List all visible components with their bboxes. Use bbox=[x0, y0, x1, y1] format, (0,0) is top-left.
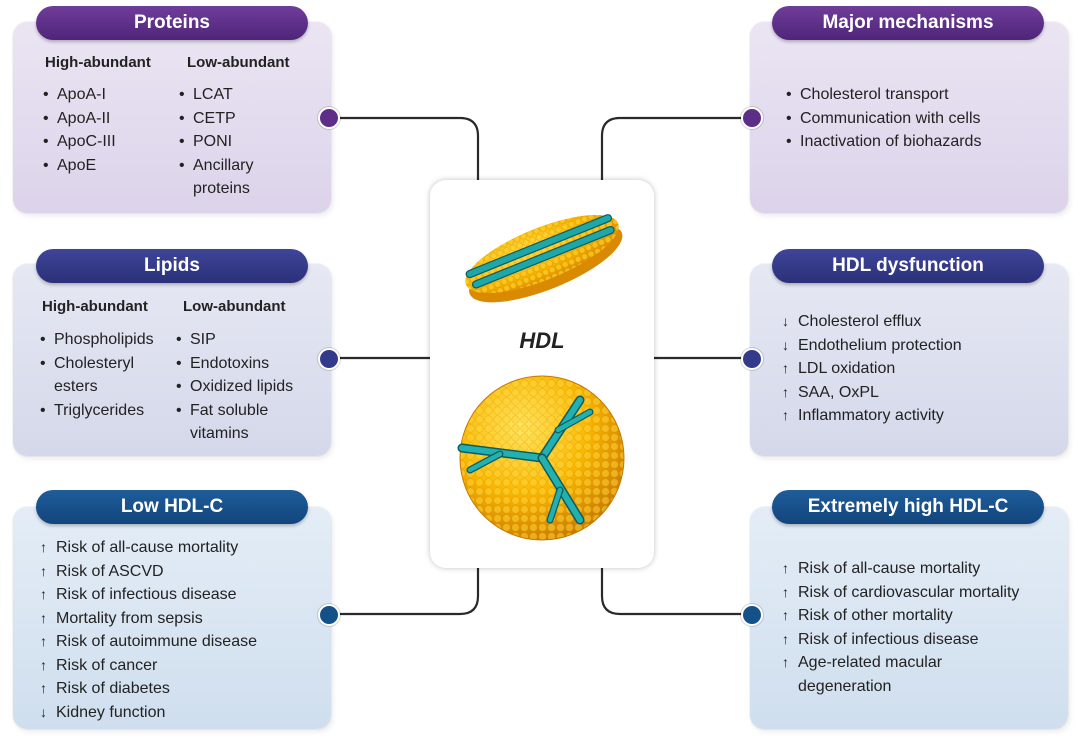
list-item: degeneration bbox=[798, 677, 892, 695]
mechanisms-connector-dot bbox=[741, 107, 763, 129]
dysfunction-title: HDL dysfunction bbox=[832, 255, 984, 276]
arrow-up-icon: ↑ bbox=[40, 539, 47, 555]
extreme-hdl-header: Extremely high HDL-C bbox=[772, 490, 1044, 524]
list-item: ↑Risk of cancer bbox=[40, 654, 257, 678]
lipids-header: Lipids bbox=[36, 249, 308, 283]
list-item: ↓Endothelium protection bbox=[782, 334, 962, 358]
list-item: •Inactivation of biohazards bbox=[786, 133, 982, 150]
hdl-center-card: HDL bbox=[430, 180, 654, 568]
low-hdl-title: Low HDL-C bbox=[120, 496, 224, 517]
list-item: •Phospholipids bbox=[40, 331, 154, 348]
mechanisms-panel bbox=[750, 22, 1068, 213]
arrow-up-icon: ↑ bbox=[782, 360, 789, 376]
list-item: •Endotoxins bbox=[176, 354, 270, 372]
proteins-panel bbox=[13, 22, 331, 213]
lipids-low-head: Low-abundant bbox=[183, 298, 286, 315]
list-item-continuation: proteins bbox=[193, 180, 250, 197]
arrow-up-icon: ↑ bbox=[40, 586, 47, 602]
list-item: ↑Risk of all-cause mortality bbox=[782, 557, 1019, 581]
list-item: •ApoE bbox=[43, 156, 97, 174]
low-hdl-header: Low HDL-C bbox=[36, 490, 308, 524]
list-item: ↑Age-related macular bbox=[782, 651, 1019, 675]
list-item: ↑SAA, OxPL bbox=[782, 381, 962, 405]
list-item: •ApoA-I bbox=[43, 86, 106, 103]
list-item: ↓Cholesterol efflux bbox=[782, 310, 962, 334]
arrow-up-icon: ↑ bbox=[40, 609, 47, 626]
extreme-hdl-connector-dot bbox=[741, 604, 763, 626]
list-item: ↑Risk of diabetes bbox=[40, 677, 257, 701]
proteins-low-list: •LCAT •CETP •PONI •Ancillary proteins bbox=[179, 83, 253, 201]
mechanisms-title: Major mechanisms bbox=[822, 12, 994, 33]
arrow-down-icon: ↓ bbox=[782, 313, 789, 329]
list-item: •ApoC-III bbox=[43, 133, 116, 150]
lipids-high-head: High-abundant bbox=[42, 298, 148, 315]
extreme-hdl-title: Extremely high HDL-C bbox=[807, 496, 1009, 517]
arrow-up-icon: ↑ bbox=[40, 633, 47, 649]
list-item: •ApoA-II bbox=[43, 109, 111, 127]
list-item: ↑Mortality from sepsis bbox=[40, 607, 257, 631]
proteins-title: Proteins bbox=[133, 12, 211, 33]
lipids-low-list: •SIP •Endotoxins •Oxidized lipids •Fat s… bbox=[176, 328, 293, 446]
arrow-up-icon: ↑ bbox=[782, 654, 789, 670]
extreme-hdl-list: ↑Risk of all-cause mortality ↑Risk of ca… bbox=[782, 557, 1019, 698]
arrow-up-icon: ↑ bbox=[782, 383, 789, 400]
low-hdl-panel bbox=[13, 507, 331, 729]
list-item: ↑LDL oxidation bbox=[782, 357, 962, 381]
list-item: ↓Kidney function bbox=[40, 701, 257, 725]
list-item: ↑Risk of ASCVD bbox=[40, 560, 257, 584]
spherical-hdl-illustration bbox=[457, 375, 625, 541]
low-hdl-connector-dot bbox=[318, 604, 340, 626]
list-item: •PONI bbox=[179, 133, 233, 150]
list-item: ↑Risk of infectious disease bbox=[40, 583, 257, 607]
list-item-continuation: vitamins bbox=[190, 425, 249, 442]
lipids-connector-dot bbox=[318, 348, 340, 370]
arrow-down-icon: ↓ bbox=[40, 703, 47, 720]
hdl-title: HDL bbox=[519, 328, 565, 353]
list-item-continuation: esters bbox=[54, 378, 98, 395]
low-hdl-list: ↑Risk of all-cause mortality ↑Risk of AS… bbox=[40, 536, 257, 724]
lipids-title: Lipids bbox=[144, 255, 200, 276]
proteins-header: Proteins bbox=[36, 6, 308, 40]
list-item: ↑Inflammatory activity bbox=[782, 404, 962, 428]
list-item: ↑Risk of infectious disease bbox=[782, 628, 1019, 652]
arrow-up-icon: ↑ bbox=[782, 607, 789, 623]
arrow-up-icon: ↑ bbox=[782, 630, 789, 647]
dysfunction-list: ↓Cholesterol efflux ↓Endothelium protect… bbox=[782, 310, 962, 428]
list-item: •Triglycerides bbox=[40, 401, 145, 419]
list-item: ↑Risk of autoimmune disease bbox=[40, 630, 257, 654]
list-item: ↑Risk of other mortality bbox=[782, 604, 1019, 628]
list-item: •LCAT bbox=[179, 86, 233, 103]
arrow-up-icon: ↑ bbox=[40, 656, 47, 673]
dysfunction-header: HDL dysfunction bbox=[772, 249, 1044, 283]
proteins-high-head: High-abundant bbox=[45, 54, 151, 71]
mechanisms-header: Major mechanisms bbox=[772, 6, 1044, 40]
arrow-up-icon: ↑ bbox=[782, 560, 789, 576]
list-item: •Cholesteryl bbox=[40, 354, 135, 372]
lipids-panel bbox=[13, 264, 331, 456]
list-item: •Ancillary bbox=[179, 156, 254, 174]
proteins-low-head: Low-abundant bbox=[187, 54, 290, 71]
list-item: ↑Risk of all-cause mortality bbox=[40, 536, 257, 560]
extreme-hdl-panel bbox=[750, 507, 1068, 729]
list-item: •Oxidized lipids bbox=[176, 378, 294, 395]
dysfunction-connector-dot bbox=[741, 348, 763, 370]
list-item: •Cholesterol transport bbox=[786, 86, 949, 103]
arrow-up-icon: ↑ bbox=[40, 680, 47, 696]
proteins-high-list: •ApoA-I •ApoA-II •ApoC-III •ApoE bbox=[43, 83, 116, 177]
discoidal-hdl-illustration bbox=[465, 214, 623, 303]
lipids-high-list: •Phospholipids •Cholesteryl esters •Trig… bbox=[40, 328, 154, 422]
list-item: ↑Risk of cardiovascular mortality bbox=[782, 581, 1019, 605]
list-item: •SIP bbox=[176, 331, 216, 348]
arrow-up-icon: ↑ bbox=[782, 407, 789, 423]
list-item: •CETP bbox=[179, 109, 236, 127]
proteins-connector-dot bbox=[318, 107, 340, 129]
list-item: •Fat soluble bbox=[176, 401, 269, 419]
arrow-up-icon: ↑ bbox=[782, 583, 789, 600]
arrow-down-icon: ↓ bbox=[782, 336, 789, 353]
arrow-up-icon: ↑ bbox=[40, 562, 47, 579]
mechanisms-list: •Cholesterol transport •Communication wi… bbox=[786, 83, 981, 154]
dysfunction-panel bbox=[750, 264, 1068, 456]
list-item: •Communication with cells bbox=[786, 109, 981, 127]
